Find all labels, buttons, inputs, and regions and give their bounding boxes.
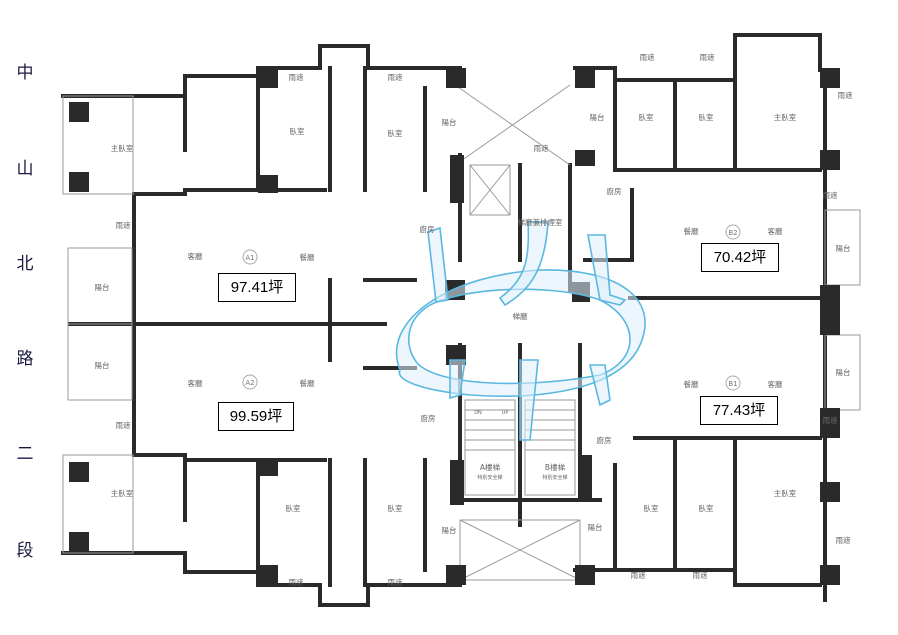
room-label: 雨遮 — [640, 52, 655, 62]
room-label: 主臥室 — [111, 143, 134, 153]
room-label: 雨遮 — [116, 420, 131, 430]
room-label: 雨遮 — [289, 72, 304, 82]
room-label: 梯廳兼排煙室 — [518, 217, 563, 227]
room-label: 雨遮 — [838, 90, 853, 100]
area-label-a1: 97.41坪 — [218, 273, 296, 302]
thin-lines — [62, 84, 861, 581]
room-label: 陽台 — [836, 367, 851, 377]
room-label: 臥室 — [644, 503, 659, 513]
room-label: 陽台 — [95, 360, 110, 370]
room-label: 雨遮 — [388, 72, 403, 82]
room-label: 主臥室 — [111, 488, 134, 498]
room-label: A樓梯 — [480, 462, 501, 472]
room-label: 臥室 — [639, 112, 654, 122]
street-char: 北 — [16, 254, 34, 274]
room-label: 客廳 — [188, 251, 203, 261]
room-label: 特別安全梯 — [542, 474, 567, 481]
room-label: 雨遮 — [388, 577, 403, 587]
room-label: 餐廳 — [684, 226, 699, 236]
room-label: 陽台 — [442, 117, 457, 127]
room-label: 廚房 — [420, 224, 435, 234]
room-label: 陽台 — [442, 525, 457, 535]
room-label: 特別安全梯 — [477, 474, 502, 481]
room-label: 梯廳 — [513, 311, 528, 321]
street-char: 路 — [16, 349, 34, 369]
room-label: 廚房 — [607, 186, 622, 196]
room-label: 主臥室 — [774, 112, 797, 122]
area-label-a2: 99.59坪 — [218, 402, 294, 431]
street-char: 二 — [16, 444, 34, 464]
unit-id: A2 — [245, 379, 254, 387]
room-label: 雨遮 — [823, 415, 838, 425]
room-label: 臥室 — [699, 503, 714, 513]
room-label: 雨遮 — [631, 570, 646, 580]
area-label-b2: 70.42坪 — [701, 243, 779, 272]
room-label: 雨遮 — [289, 577, 304, 587]
room-label: 臥室 — [388, 128, 403, 138]
room-label: 雨遮 — [534, 143, 549, 153]
unit-id: A1 — [245, 254, 254, 262]
room-labels: 主臥室 臥室 臥室 陽台 陽台 雨遮 雨遮 雨遮 客廳 餐廳 廚房 A1 陽台 … — [95, 52, 853, 587]
room-label: 臥室 — [286, 503, 301, 513]
room-label: 陽台 — [95, 282, 110, 292]
street-char: 中 — [16, 63, 34, 83]
room-label: 陽台 — [590, 112, 605, 122]
unit-id: B1 — [728, 380, 737, 388]
room-label: 臥室 — [699, 112, 714, 122]
room-label: 臥室 — [388, 503, 403, 513]
stair-up: UP — [502, 410, 509, 416]
stair-dn: DN — [474, 410, 482, 416]
unit-id: B2 — [728, 229, 737, 237]
room-label: 雨遮 — [116, 220, 131, 230]
room-label: 餐廳 — [300, 378, 315, 388]
room-label: 陽台 — [588, 522, 603, 532]
area-label-b1: 77.43坪 — [700, 396, 778, 425]
room-label: 雨遮 — [836, 535, 851, 545]
room-label: 餐廳 — [300, 252, 315, 262]
room-label: 主臥室 — [774, 488, 797, 498]
walls — [61, 33, 827, 607]
swirl-arrows — [395, 221, 646, 441]
room-label: 客廳 — [768, 226, 783, 236]
room-label: 雨遮 — [823, 190, 838, 200]
room-label: 雨遮 — [693, 570, 708, 580]
room-label: 雨遮 — [700, 52, 715, 62]
room-label: 餐廳 — [684, 379, 699, 389]
street-char: 段 — [16, 541, 34, 561]
room-label: B樓梯 — [545, 462, 566, 472]
room-label: 廚房 — [597, 435, 612, 445]
room-label: 客廳 — [768, 379, 783, 389]
room-label: 陽台 — [836, 243, 851, 253]
room-label: 臥室 — [290, 126, 305, 136]
room-label: 廚房 — [421, 413, 436, 423]
street-char: 山 — [16, 159, 34, 179]
room-label: 客廳 — [188, 378, 203, 388]
